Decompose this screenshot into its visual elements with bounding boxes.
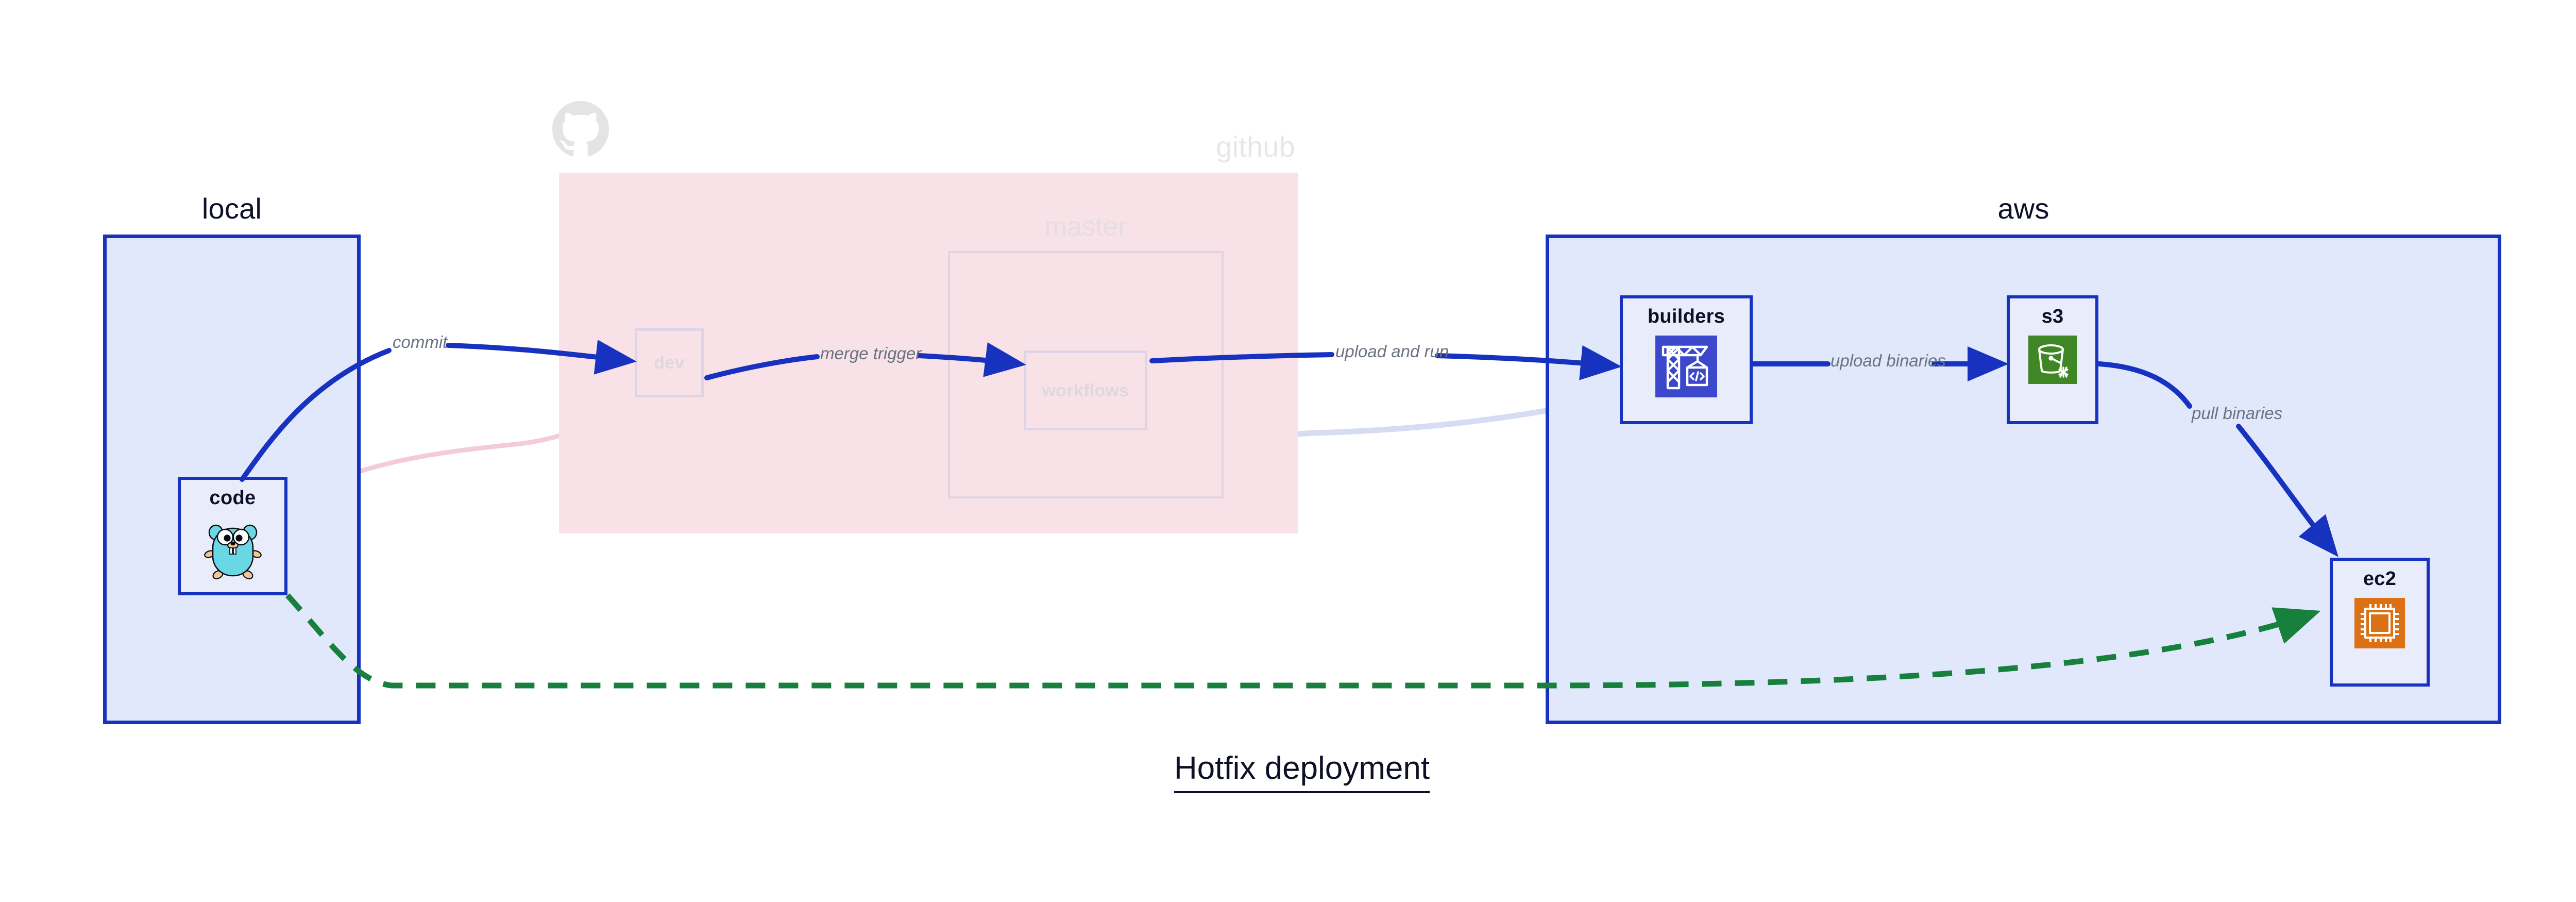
- edge-label-pull-binaries: pull binaries: [2192, 404, 2283, 423]
- edge-s3-ec2-a: [2097, 361, 2192, 409]
- group-label-master: master: [1044, 212, 1127, 242]
- node-s3[interactable]: s3: [2007, 295, 2098, 424]
- github-octocat-logo: [552, 101, 609, 157]
- group-label-github: github: [1216, 130, 1295, 163]
- edge-code-dev-a: [240, 348, 392, 482]
- node-builders[interactable]: builders: [1620, 295, 1753, 424]
- edge-dev-workflows-b: [917, 342, 1026, 377]
- diagram-title: Hotfix deployment: [0, 750, 2576, 793]
- edge-code-dev-b: [446, 340, 637, 375]
- edge-label-upload-and-run: upload and run: [1335, 342, 1449, 361]
- go-gopher-icon: [204, 524, 262, 579]
- group-label-aws: aws: [1997, 192, 2049, 225]
- edge-code-ec2-hotfix: [285, 593, 2321, 689]
- edge-dev-workflows-a: [704, 354, 820, 380]
- aws-ec2-cpu-icon: [2354, 598, 2405, 648]
- edge-label-commit: commit: [393, 332, 448, 352]
- edge-label-merge-trigger: merge trigger: [820, 344, 922, 363]
- node-ec2[interactable]: ec2: [2330, 558, 2430, 687]
- group-master: [948, 251, 1224, 498]
- node-s3-label: s3: [2041, 306, 2064, 327]
- group-label-local: local: [201, 192, 262, 225]
- group-github: [559, 173, 1298, 533]
- edge-s3-ec2-b: [2236, 424, 2338, 557]
- aws-codebuild-icon: [1655, 336, 1717, 397]
- diagram-title-text: Hotfix deployment: [1174, 750, 1430, 793]
- node-workflows-label: workflows: [1042, 380, 1129, 400]
- node-workflows[interactable]: workflows: [1024, 350, 1147, 430]
- node-ec2-label: ec2: [2363, 568, 2397, 590]
- node-builders-label: builders: [1647, 306, 1725, 327]
- node-code[interactable]: code: [178, 477, 287, 595]
- edge-workflows-builders-b: [1435, 345, 1622, 380]
- aws-s3-bucket-icon: [2028, 336, 2077, 384]
- node-code-label: code: [209, 487, 256, 509]
- edge-label-upload-binaries: upload binaries: [1831, 351, 1946, 370]
- edge-workflows-builders-a: [1149, 352, 1334, 363]
- node-dev-label: dev: [654, 353, 685, 373]
